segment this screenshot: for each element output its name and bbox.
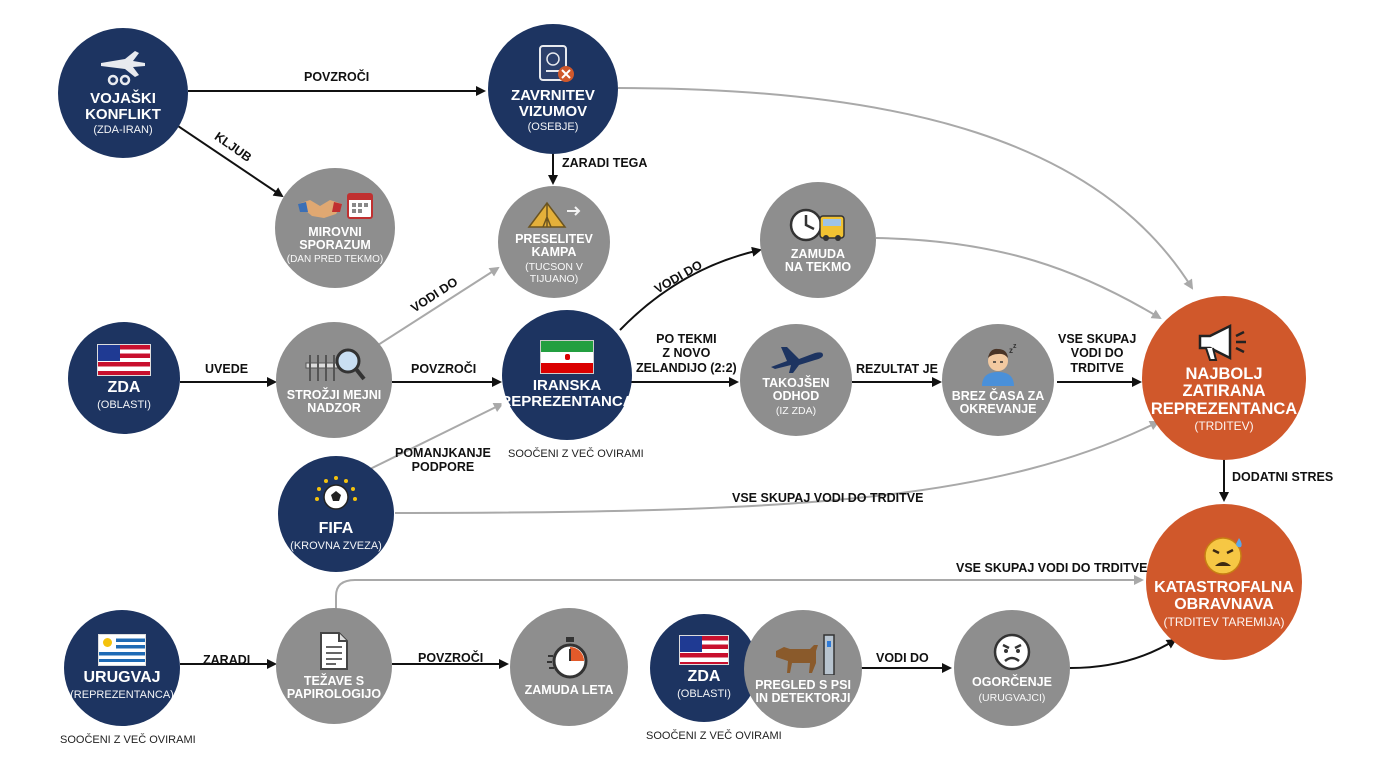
node-urugvaj: URUGVAJ (REPREZENTANCA) [64, 610, 180, 726]
zamuda-leta-title: ZAMUDA LETA [524, 683, 614, 698]
svg-text:z: z [1013, 344, 1017, 350]
label-po-tekmi: PO TEKMI Z NOVO ZELANDIJO (2:2) [636, 332, 737, 375]
megaphone-icon [1196, 322, 1252, 362]
ogorcenje-title: OGORČENJE [972, 675, 1052, 690]
vizumi-title: ZAVRNITEV VIZUMOV [511, 86, 595, 120]
stopwatch-icon [546, 636, 592, 680]
zda2-title: ZDA [687, 668, 721, 686]
node-zda-oblasti-2: ZDA (OBLASTI) [650, 614, 758, 722]
urugvaj-sub: (REPREZENTANCA) [70, 689, 174, 702]
node-iranska-reprezentanca: IRANSKA REPREZENTANCA [500, 310, 634, 440]
odhod-sub: (IZ ZDA) [775, 405, 817, 418]
arrow-nadzor-kampa [377, 266, 500, 346]
label-pomanjkanje: POMANJKANJE PODPORE [395, 446, 491, 475]
zda1-title: ZDA [107, 379, 141, 397]
mirovni-title: MIROVNI SPORAZUM [299, 225, 371, 253]
document-icon [317, 631, 351, 671]
label-vse-skupaj-right: VSE SKUPAJ VODI DO TRDITVE [1058, 332, 1137, 375]
label-uvede: UVEDE [205, 362, 249, 376]
mirovni-sub: (DAN PRED TEKMO) [286, 254, 384, 266]
label-povzroci-mid: POVZROČI [411, 362, 477, 376]
najbolj-title: NAJBOLJ ZATIRANA REPREZENTANCA [1150, 365, 1298, 418]
passport-denied-icon [528, 44, 578, 84]
note-urugvaj: SOOČENI Z VEČ OVIRAMI [60, 734, 196, 746]
iran-flag-icon [540, 340, 594, 375]
node-preselitev-kampa: PRESELITEV KAMPA (TUCSON V TIJUANO) [498, 186, 610, 298]
node-katastrofalna-obravnava: KATASTROFALNA OBRAVNAVA (TRDITEV TAREMIJ… [1146, 504, 1302, 660]
node-strozji-mejni-nadzor: STROŽJI MEJNI NADZOR [276, 322, 392, 438]
node-vojaski-konflikt: VOJAŠKI KONFLIKT (ZDA-IRAN) [58, 28, 188, 158]
node-zda-oblasti-1: ZDA (OBLASTI) [68, 322, 180, 434]
jet-broken-chain-icon [95, 49, 151, 87]
label-zaradi: ZARADI [203, 653, 251, 667]
label-povzroci-top: POVZROČI [304, 70, 370, 84]
node-tezave-s-papirologijo: TEŽAVE S PAPIROLOGIJO [276, 608, 392, 724]
us-flag-icon [679, 635, 729, 666]
zda2-sub: (OBLASTI) [677, 688, 731, 701]
katastrofalna-title: KATASTROFALNA OBRAVNAVA [1154, 579, 1294, 614]
label-vse-skupaj-bottom: VSE SKUPAJ VODI DO TRDITVE [956, 561, 1148, 575]
node-takojsen-odhod: TAKOJŠEN ODHOD (IZ ZDA) [740, 324, 852, 436]
odhod-title: TAKOJŠEN ODHOD [762, 375, 830, 403]
arrow-ogorcenje-katastrofalna [1069, 638, 1177, 669]
kampa-title: PRESELITEV KAMPA [515, 231, 593, 259]
clock-bus-icon [788, 206, 848, 244]
vizumi-sub: (OSEBJE) [527, 121, 579, 134]
arrow-fifa-iran [367, 403, 504, 471]
note-iran: SOOČENI Z VEČ OVIRAMI [508, 448, 644, 460]
airplane-icon [767, 343, 825, 373]
okrevanje-title: BREZ ČASA ZA OKREVANJE [951, 388, 1045, 416]
dog-detector-icon [770, 633, 836, 675]
us-flag-icon [97, 344, 151, 377]
arrow-zamuda-najbolj [875, 237, 1162, 320]
node-pregled-s-psi: PREGLED S PSI IN DETEKTORJI [744, 610, 862, 728]
katastrofalna-sub: (TRDITEV TAREMIJA) [1163, 614, 1285, 629]
arrow-vizumi-najbolj [617, 87, 1194, 290]
node-zamuda-na-tekmo: ZAMUDA NA TEKMO [760, 182, 876, 298]
handshake-calendar-icon [296, 190, 374, 222]
angry-face-icon [992, 632, 1032, 672]
zamuda-tekmo-title: ZAMUDA NA TEKMO [784, 246, 852, 274]
node-ogorcenje: OGORČENJE (URUGVAJCI) [954, 610, 1070, 726]
svg-text:z: z [1009, 346, 1013, 355]
papirologija-title: TEŽAVE S PAPIROLOGIJO [286, 673, 382, 701]
node-mirovni-sporazum: MIROVNI SPORAZUM (DAN PRED TEKMO) [275, 168, 395, 288]
arrow-papirologija-katastrofalna [335, 575, 1144, 609]
zda1-sub: (OBLASTI) [97, 399, 151, 412]
pregled-title: PREGLED S PSI IN DETEKTORJI [755, 677, 851, 705]
fifa-sub: (KROVNA ZVEZA) [290, 540, 382, 553]
label-povzroci-bottom: POVZROČI [418, 651, 484, 665]
note-zda2: SOOČENI Z VEČ OVIRAMI [646, 730, 782, 742]
label-zaradi-tega: ZARADI TEGA [562, 156, 648, 170]
uruguay-flag-icon [98, 634, 146, 667]
urugvaj-title: URUGVAJ [83, 669, 161, 687]
arrow-konflikt-mirovni [174, 123, 284, 198]
label-rezultat: REZULTAT JE [856, 362, 938, 376]
ogorcenje-sub: (URUGVAJCI) [978, 691, 1046, 704]
najbolj-sub: (TRDITEV) [1194, 419, 1254, 434]
tent-arrow-icon [525, 199, 583, 229]
node-zavrnitev-vizumov: ZAVRNITEV VIZUMOV (OSEBJE) [488, 24, 618, 154]
iran-title: IRANSKA REPREZENTANCA [500, 377, 634, 410]
arrow-iran-zamuda [619, 246, 762, 331]
kampa-sub: (TUCSON V TIJUANO) [525, 261, 583, 286]
vojaski-sub: (ZDA-IRAN) [93, 124, 153, 137]
node-zamuda-leta: ZAMUDA LETA [510, 608, 628, 726]
label-dodatni-stres: DODATNI STRES [1232, 470, 1334, 484]
node-najbolj-zatirana: NAJBOLJ ZATIRANA REPREZENTANCA (TRDITEV) [1142, 296, 1306, 460]
fifa-title: FIFA [318, 520, 354, 538]
node-fifa: FIFA (KROVNA ZVEZA) [278, 456, 394, 572]
football-stars-icon [312, 475, 360, 517]
distressed-face-icon [1201, 534, 1247, 576]
arrow-fifa-najbolj [394, 421, 1160, 514]
nadzor-title: STROŽJI MEJNI NADZOR [286, 387, 382, 415]
vojaski-title: VOJAŠKI KONFLIKT [85, 89, 161, 123]
label-vodi-do-bottom: VODI DO [876, 651, 929, 665]
barrier-magnifier-icon [302, 345, 366, 385]
label-vse-skupaj-fifa: VSE SKUPAJ VODI DO TRDITVE [732, 491, 924, 505]
